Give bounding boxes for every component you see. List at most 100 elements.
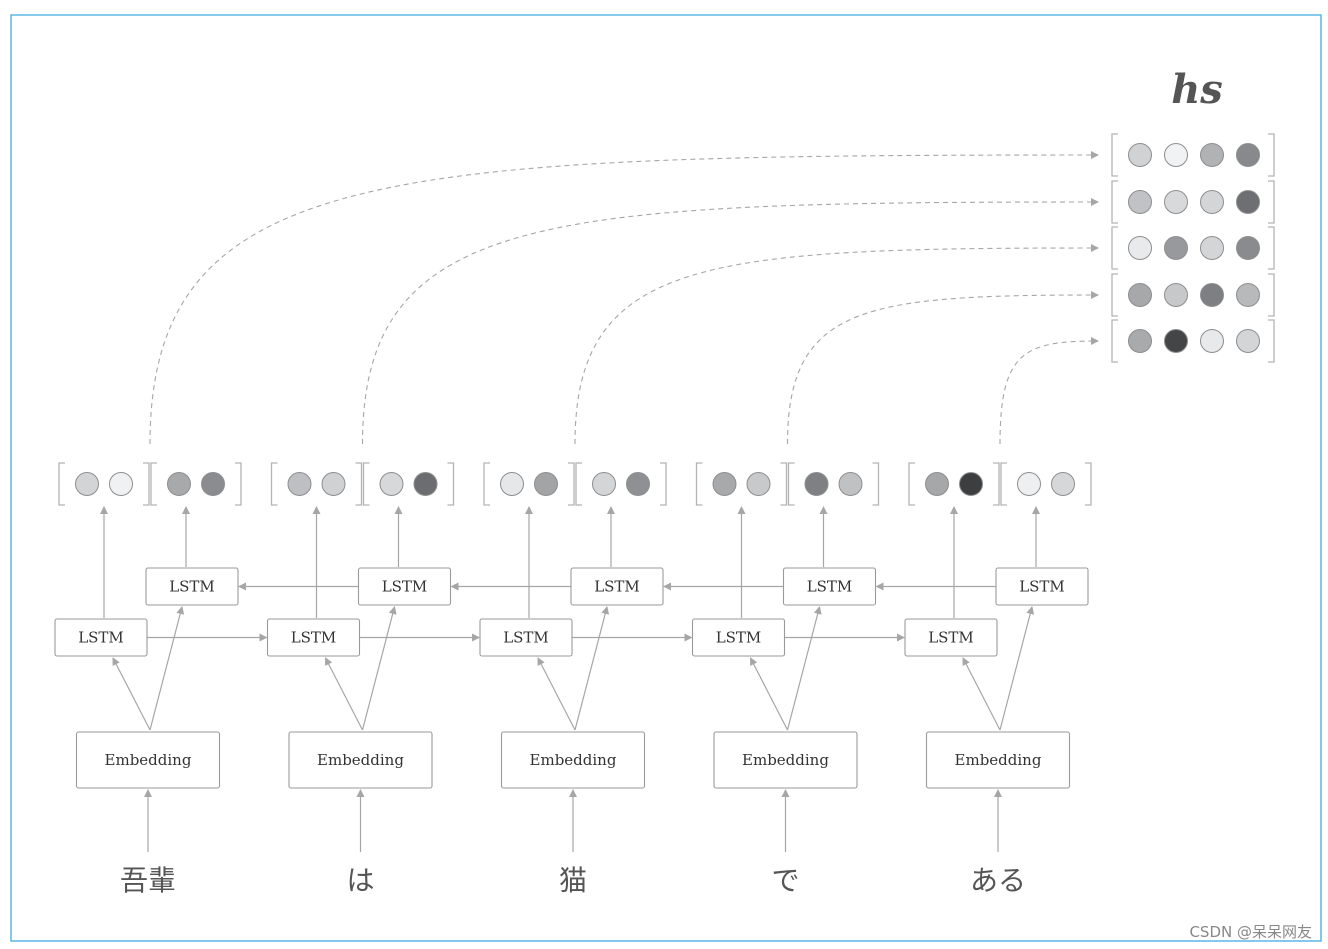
forward-vector-3-left-bracket [695, 462, 703, 506]
backward-lstm-1 [357, 567, 452, 606]
backward-vector-2-cell-0 [592, 472, 616, 496]
forward-lstm-2-label: LSTM [503, 629, 549, 647]
forward-vector-0-cell-1 [109, 472, 133, 496]
emb-to-fwd-arrow-0 [112, 657, 151, 731]
hs-row-3-cell-0 [1128, 283, 1152, 307]
hs-row-3-cell-2 [1200, 283, 1224, 307]
outer-frame [10, 14, 1322, 942]
hs-row-1-right-bracket [1268, 180, 1275, 224]
hs-row-3-cell-1 [1164, 283, 1188, 307]
emb-to-fwd-arrow-1 [324, 657, 364, 731]
backward-vector-0-right-bracket [235, 462, 242, 506]
hs-row-4-left-bracket [1111, 319, 1118, 363]
watermark: CSDN @呆呆网友 [1189, 923, 1312, 941]
hs-row-3-right-bracket [1268, 273, 1275, 317]
boxes-layer: Embedding LSTM LSTM Embedding LSTM LSTM Embedd… [54, 567, 1089, 789]
backward-vector-1-right-bracket [447, 462, 455, 506]
backward-lstm-3 [782, 567, 877, 606]
hs-row-0-cell-2 [1200, 143, 1224, 167]
forward-lstm-2 [479, 618, 573, 657]
dashed-link-0 [149, 151, 1099, 445]
emb-to-bwd-arrow-4 [999, 606, 1035, 731]
hs-row-2-cell-0 [1128, 236, 1152, 260]
embedding-box-0 [75, 731, 221, 789]
forward-vector-4-cell-1 [959, 472, 983, 496]
forward-vector-1-cell-1 [321, 472, 346, 496]
forward-vector-3-right-bracket [780, 462, 788, 506]
edges-layer [100, 151, 1099, 852]
hs-row-2-left-bracket [1111, 226, 1118, 270]
backward-vector-4-cell-0 [1017, 472, 1041, 496]
tokens-layer: 吾輩は猫である [120, 864, 1026, 897]
vectors-layer [58, 462, 1092, 506]
backward-lstm-1-label: LSTM [382, 578, 428, 596]
hs-matrix [1111, 133, 1275, 363]
backward-vector-4-cell-1 [1051, 472, 1075, 496]
emb-to-bwd-arrow-1 [361, 606, 397, 731]
hs-row-4-cell-3 [1236, 329, 1260, 353]
backward-vector-1-cell-1 [413, 472, 438, 496]
hs-row-4-cell-1 [1164, 329, 1188, 353]
embedding-box-1-label: Embedding [317, 751, 404, 769]
forward-vector-2-left-bracket [483, 462, 490, 506]
hs-row-4-cell-0 [1128, 329, 1152, 353]
token-1: は [346, 864, 374, 897]
token-0: 吾輩 [120, 864, 176, 897]
embedding-box-3-label: Embedding [742, 751, 829, 769]
hs-row-1-cell-0 [1128, 190, 1152, 214]
forward-lstm-0-label: LSTM [78, 629, 124, 647]
backward-lstm-4-label: LSTM [1019, 578, 1065, 596]
forward-lstm-3 [691, 618, 786, 657]
dashed-link-3 [786, 291, 1099, 445]
forward-lstm-0 [54, 618, 148, 657]
forward-lstm-1-label: LSTM [291, 629, 337, 647]
hs-row-3-left-bracket [1111, 273, 1118, 317]
forward-vector-4-left-bracket [908, 462, 915, 506]
backward-lstm-2-label: LSTM [594, 578, 640, 596]
forward-vector-0-right-bracket [143, 462, 150, 506]
backward-vector-0-cell-0 [167, 472, 191, 496]
backward-vector-3-cell-0 [804, 472, 829, 496]
forward-lstm-3-label: LSTM [716, 629, 762, 647]
embedding-box-4-label: Embedding [955, 751, 1042, 769]
backward-lstm-2 [570, 567, 664, 606]
backward-vector-3-cell-1 [838, 472, 863, 496]
emb-to-fwd-arrow-3 [749, 657, 789, 731]
hs-row-4-cell-2 [1200, 329, 1224, 353]
forward-vector-0-cell-0 [75, 472, 99, 496]
dashed-link-2 [574, 244, 1099, 445]
backward-vector-4-right-bracket [1085, 462, 1092, 506]
hs-row-1-cell-2 [1200, 190, 1224, 214]
hs-row-1-left-bracket [1111, 180, 1118, 224]
hs-label: hs [1171, 66, 1223, 113]
backward-lstm-4 [995, 567, 1089, 606]
forward-lstm-1 [266, 618, 361, 657]
dashed-link-4 [999, 337, 1099, 445]
embedding-box-2 [500, 731, 646, 789]
embedding-box-2-label: Embedding [530, 751, 617, 769]
emb-to-bwd-arrow-3 [786, 606, 822, 731]
forward-vector-1-left-bracket [270, 462, 278, 506]
forward-vector-4-cell-0 [925, 472, 949, 496]
hs-row-0-cell-3 [1236, 143, 1260, 167]
forward-vector-0-left-bracket [58, 462, 65, 506]
hs-row-3-cell-3 [1236, 283, 1260, 307]
backward-vector-0-cell-1 [201, 472, 225, 496]
embedding-box-3 [713, 731, 858, 789]
backward-vector-2-right-bracket [660, 462, 667, 506]
hs-row-1-cell-3 [1236, 190, 1260, 214]
hs-row-2-cell-2 [1200, 236, 1224, 260]
backward-vector-3-right-bracket [872, 462, 880, 506]
forward-vector-3-cell-0 [712, 472, 737, 496]
forward-vector-1-right-bracket [355, 462, 363, 506]
forward-vector-2-cell-0 [500, 472, 524, 496]
backward-vector-1-cell-0 [379, 472, 404, 496]
backward-vector-0-left-bracket [150, 462, 157, 506]
token-4: ある [970, 864, 1026, 897]
forward-vector-2-right-bracket [568, 462, 575, 506]
hs-row-4-right-bracket [1268, 319, 1275, 363]
hs-row-1-cell-1 [1164, 190, 1188, 214]
backward-lstm-0 [145, 567, 239, 606]
dashed-link-1 [361, 198, 1099, 445]
